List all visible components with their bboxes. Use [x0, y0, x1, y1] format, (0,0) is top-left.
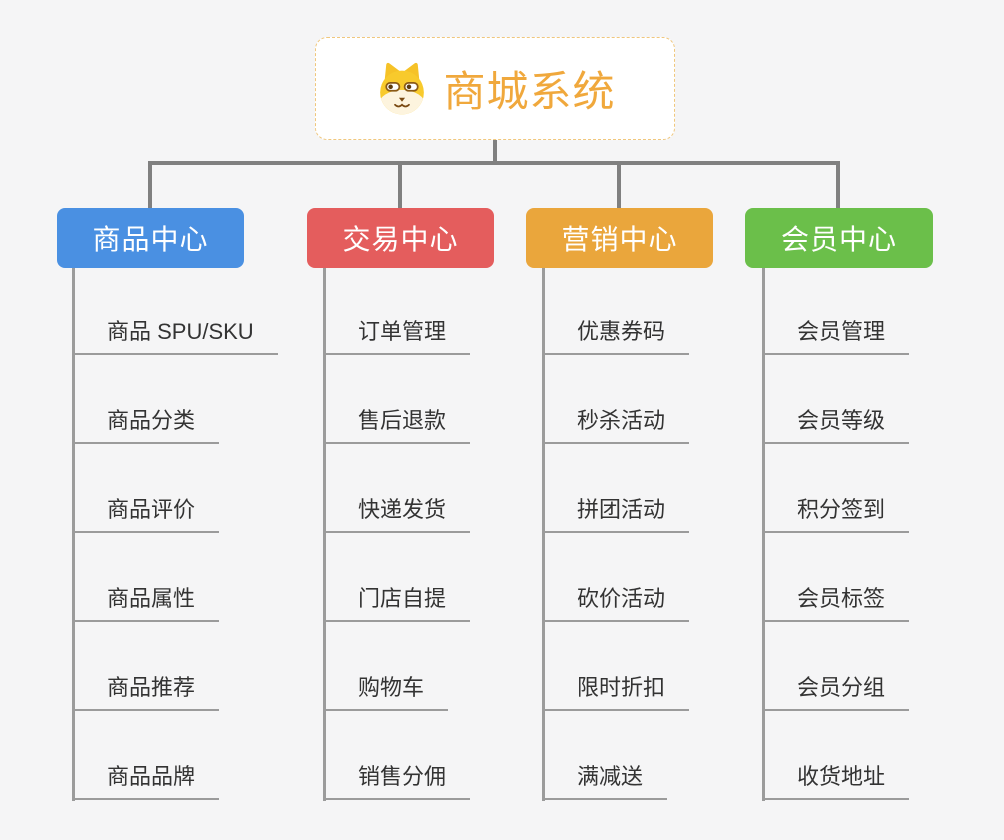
- leaf-node[interactable]: 砍价活动: [543, 582, 690, 622]
- column-rail-line: [762, 268, 765, 801]
- leaf-column-trade: 订单管理 售后退款 快递发货 门店自提 购物车 销售分佣: [323, 268, 583, 801]
- leaf-node[interactable]: 购物车: [324, 671, 449, 711]
- leaf-node[interactable]: 限时折扣: [543, 671, 690, 711]
- leaf-node[interactable]: 优惠券码: [543, 315, 690, 355]
- leaf-node[interactable]: 商品品牌: [73, 760, 220, 800]
- leaf-column-member: 会员管理 会员等级 积分签到 会员标签 会员分组 收货地址: [762, 268, 1004, 801]
- leaf-node[interactable]: 积分签到: [763, 493, 910, 533]
- branch-node-product[interactable]: 商品中心: [57, 208, 244, 268]
- column-rail-line: [72, 268, 75, 801]
- leaf-node[interactable]: 会员管理: [763, 315, 910, 355]
- branch-drop-line-4: [836, 161, 840, 208]
- leaf-node[interactable]: 会员等级: [763, 404, 910, 444]
- column-rail-line: [542, 268, 545, 801]
- leaf-node[interactable]: 拼团活动: [543, 493, 690, 533]
- leaf-node[interactable]: 售后退款: [324, 404, 471, 444]
- branch-drop-line-1: [148, 161, 152, 208]
- leaf-node[interactable]: 满减送: [543, 760, 668, 800]
- leaf-node[interactable]: 会员标签: [763, 582, 910, 622]
- leaf-node[interactable]: 商品 SPU/SKU: [73, 315, 278, 355]
- branch-node-member[interactable]: 会员中心: [745, 208, 933, 268]
- leaf-node[interactable]: 商品推荐: [73, 671, 220, 711]
- leaf-node[interactable]: 订单管理: [324, 315, 471, 355]
- root-node[interactable]: 商城系统: [315, 37, 675, 140]
- leaf-node[interactable]: 商品分类: [73, 404, 220, 444]
- leaf-node[interactable]: 秒杀活动: [543, 404, 690, 444]
- leaf-node[interactable]: 销售分佣: [324, 760, 471, 800]
- column-rail-line: [323, 268, 326, 801]
- branch-drop-line-3: [617, 161, 621, 208]
- root-connector-stub: [493, 140, 497, 165]
- leaf-node[interactable]: 会员分组: [763, 671, 910, 711]
- leaf-node[interactable]: 收货地址: [763, 760, 910, 800]
- leaf-column-product: 商品 SPU/SKU 商品分类 商品评价 商品属性 商品推荐 商品品牌: [72, 268, 332, 801]
- root-topic-label: 商城系统: [443, 68, 616, 115]
- leaf-node[interactable]: 商品评价: [73, 493, 220, 533]
- branch-node-trade[interactable]: 交易中心: [307, 208, 494, 268]
- leaf-node[interactable]: 门店自提: [324, 582, 471, 622]
- branch-node-marketing[interactable]: 营销中心: [526, 208, 713, 268]
- dog-face-icon: [374, 61, 430, 117]
- branch-connector-bar: [148, 161, 840, 165]
- leaf-node[interactable]: 商品属性: [73, 582, 220, 622]
- leaf-node[interactable]: 快递发货: [324, 493, 471, 533]
- leaf-column-marketing: 优惠券码 秒杀活动 拼团活动 砍价活动 限时折扣 满减送: [542, 268, 802, 801]
- branch-drop-line-2: [398, 161, 402, 208]
